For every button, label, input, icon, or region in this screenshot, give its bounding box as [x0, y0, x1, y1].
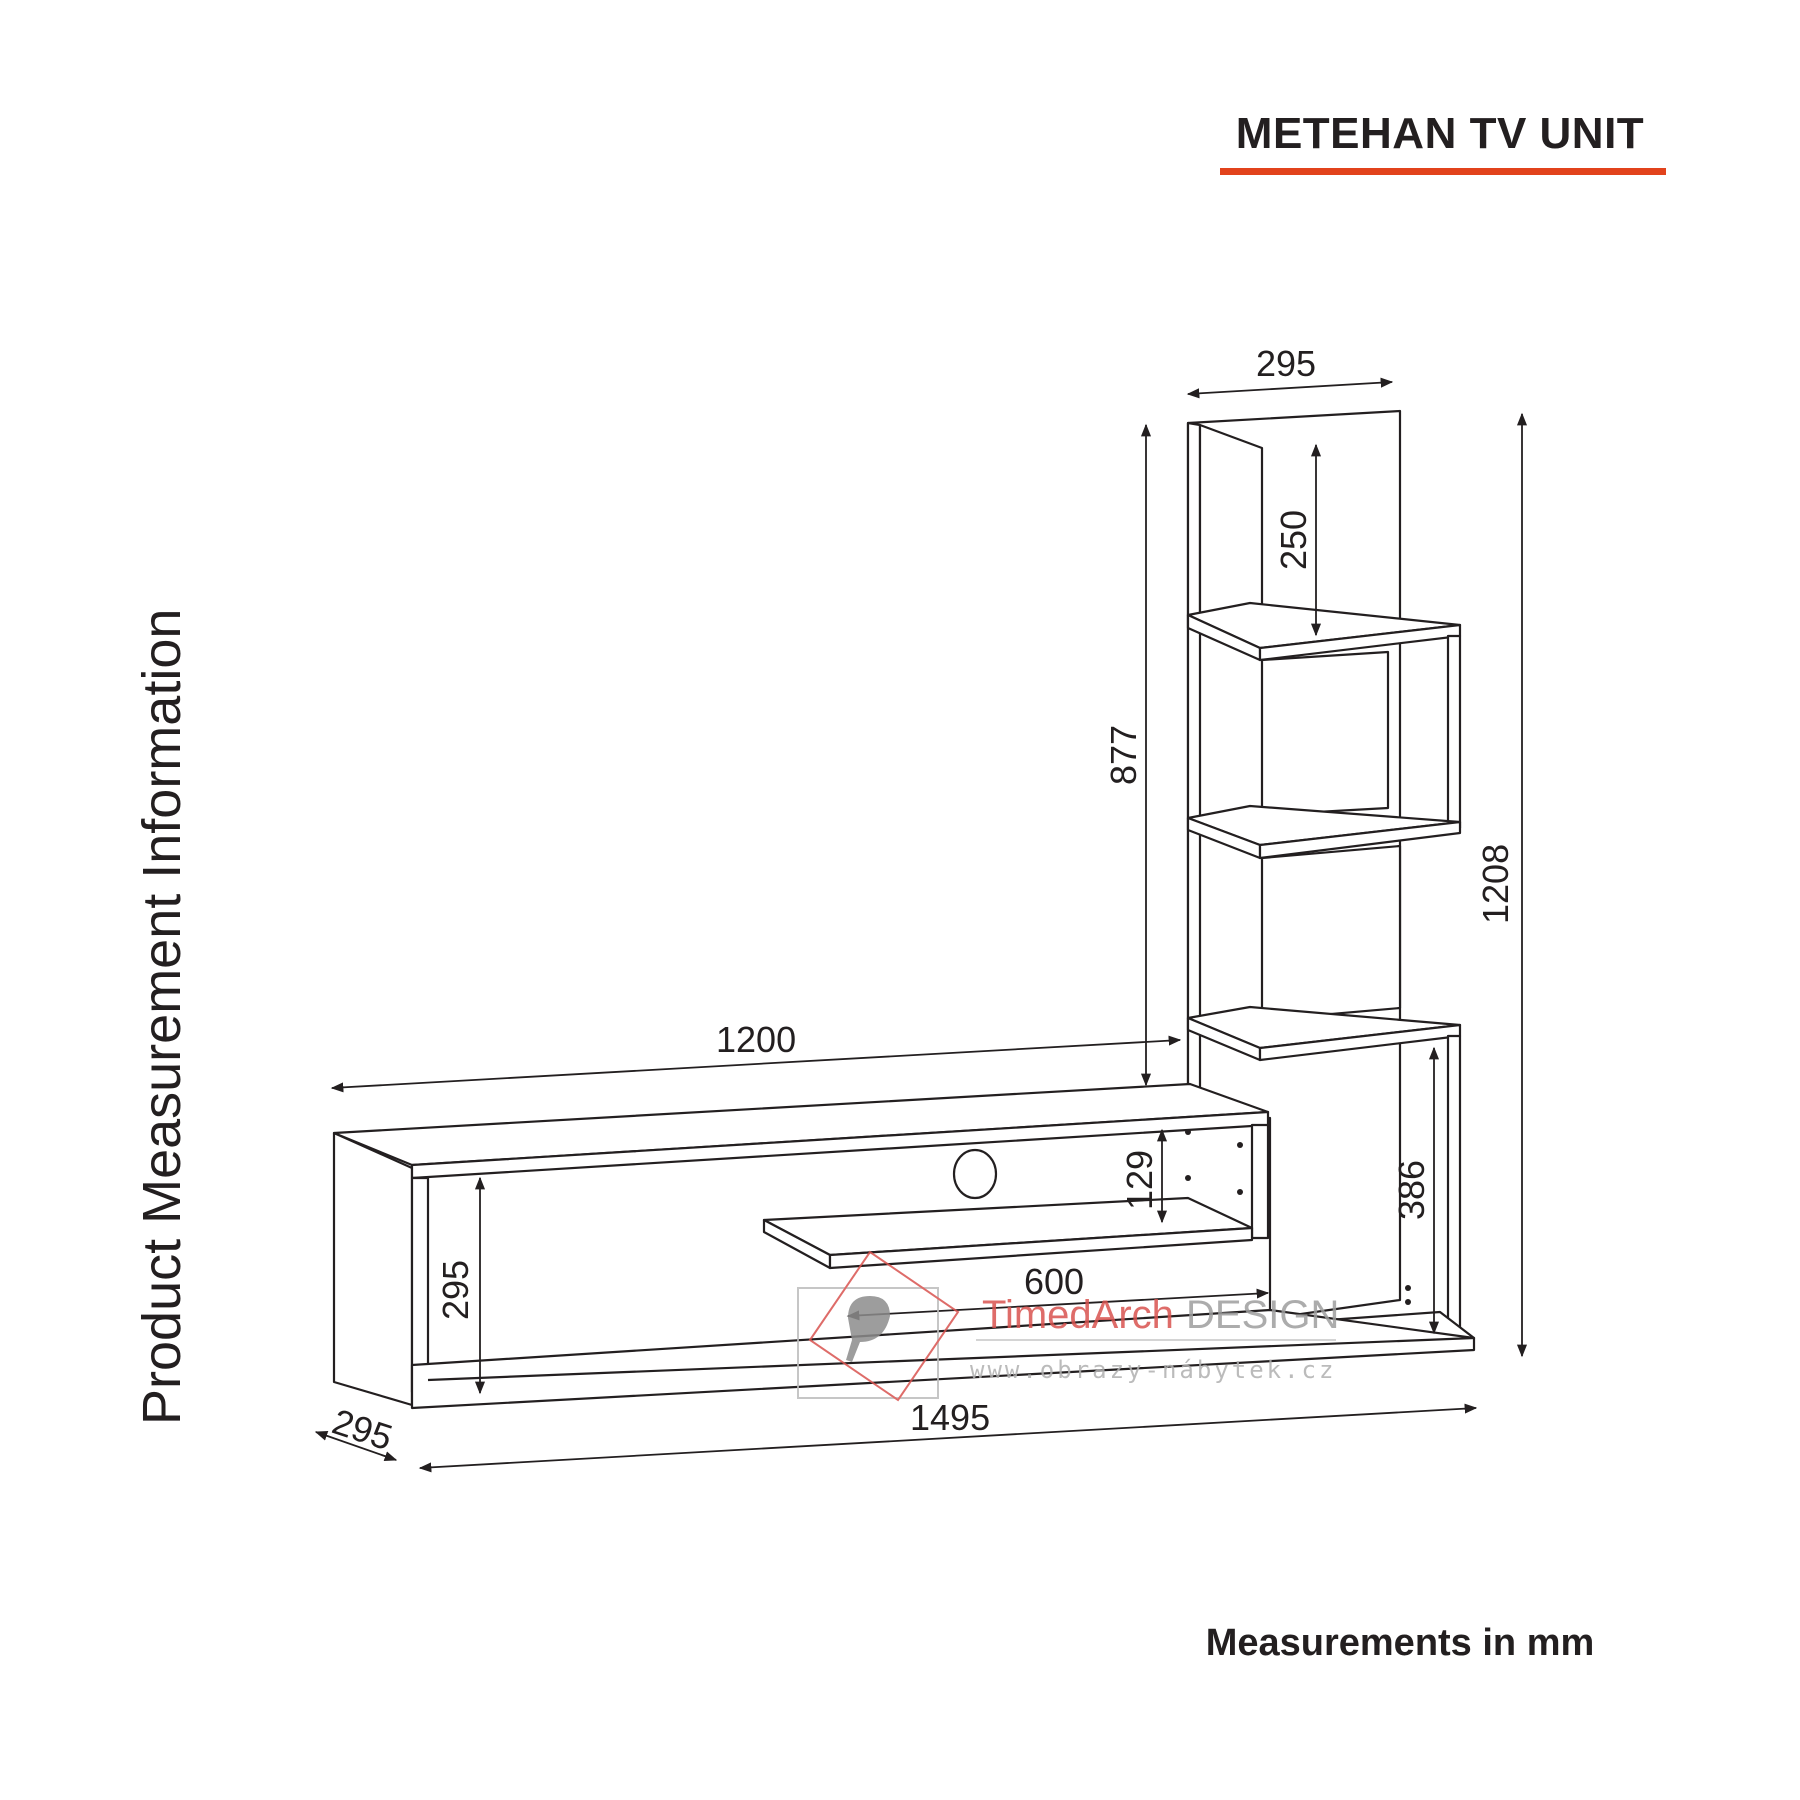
dim-1495-line — [418, 1403, 1478, 1473]
watermark-url: www.obrazy-nábytek.cz — [970, 1356, 1336, 1384]
dim-total-height: 1208 — [1475, 844, 1516, 924]
cabinet-bottom-line — [427, 1336, 1475, 1382]
tower-right-lower-side — [1446, 1034, 1462, 1337]
dim-shelf-gap: 250 — [1273, 510, 1314, 570]
screw-hole — [1405, 1299, 1411, 1305]
cable-hole — [952, 1148, 998, 1200]
tower-mid-back — [1260, 650, 1390, 817]
tower-right-upper-side — [1446, 634, 1462, 830]
cabinet-middle-shelf-front — [828, 1226, 1254, 1270]
screw-hole — [1237, 1142, 1243, 1148]
units-note: Measurements in mm — [1205, 1622, 1595, 1664]
dim-600-line — [846, 1288, 1270, 1321]
cabinet-left-wall — [410, 1176, 430, 1394]
tower-shelf-mid-edge — [1258, 820, 1462, 860]
base-cabinet — [332, 1082, 1476, 1410]
screw-hole — [1185, 1129, 1191, 1135]
dim-tower-width-line — [1186, 377, 1394, 399]
chair-icon — [846, 1296, 890, 1362]
dim-depth: 295 — [328, 1401, 398, 1459]
dim-tower-width: 295 — [1256, 343, 1316, 384]
watermark-brand-part1: TimedArch — [982, 1293, 1174, 1337]
screw-hole — [1237, 1189, 1243, 1195]
dim-cabinet-inner-height: 129 — [1119, 1150, 1160, 1210]
dim-base-height: 295 — [435, 1260, 476, 1320]
screw-hole — [1185, 1175, 1191, 1181]
watermark-logo-diamond — [808, 1250, 960, 1402]
dim-top-width: 1200 — [716, 1019, 796, 1060]
screw-hole — [1405, 1285, 1411, 1291]
dim-depth-line — [314, 1430, 398, 1462]
dim-1200-line — [330, 1035, 1182, 1093]
dimension-lines — [314, 377, 1528, 1473]
dim-shelf-width: 600 — [1024, 1261, 1084, 1302]
product-title: METEHAN TV UNIT — [1235, 109, 1645, 158]
dim-total-width: 1495 — [910, 1397, 990, 1438]
tower-lower-divider — [1260, 844, 1402, 1022]
watermark-brand-part2: DESIGN — [1186, 1293, 1339, 1337]
title-underline — [1220, 168, 1666, 175]
dim-compartment-height: 386 — [1391, 1160, 1432, 1220]
cabinet-left-end — [332, 1131, 414, 1407]
watermark: TimedArch DESIGN www.obrazy-nábytek.cz — [797, 1250, 1339, 1402]
cabinet-inner-side — [1250, 1123, 1270, 1240]
dim-tower-height: 877 — [1103, 725, 1144, 785]
